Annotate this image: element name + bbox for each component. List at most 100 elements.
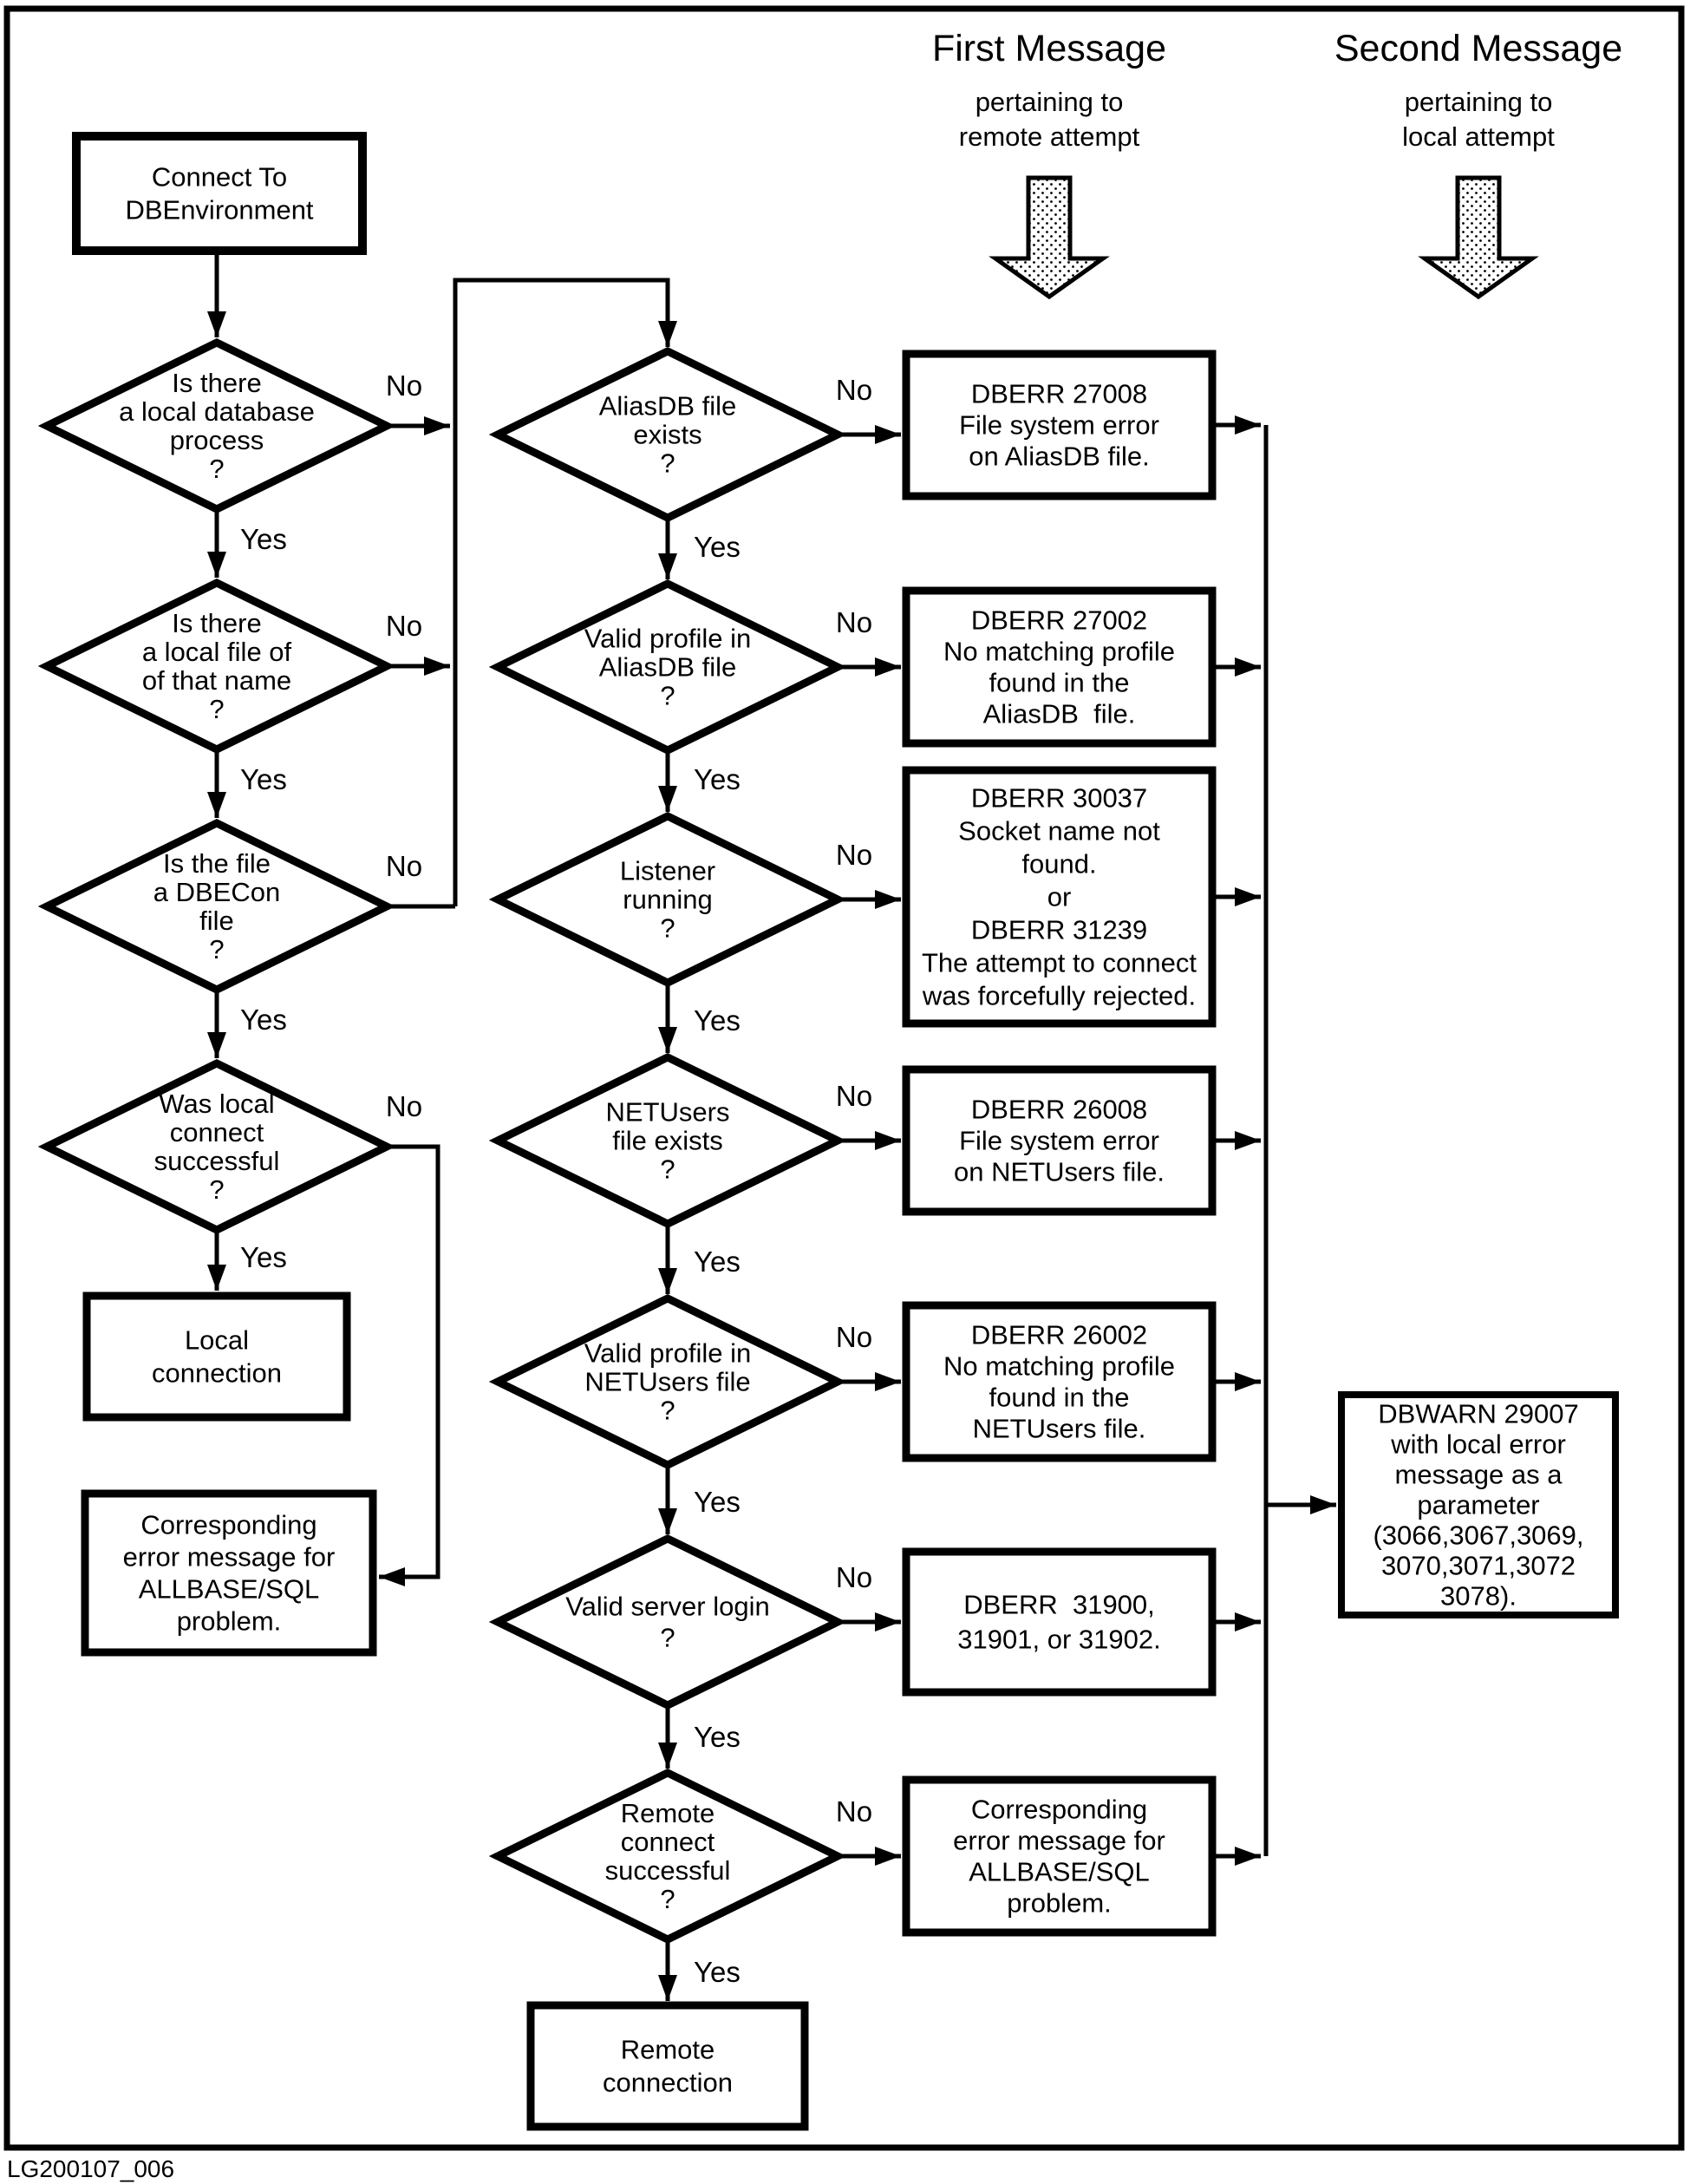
err-30037-label-line: DBERR 30037 xyxy=(971,783,1147,814)
d-listener-label-line: Listener xyxy=(620,856,715,886)
edge-label-yes: Yes xyxy=(694,1486,741,1518)
err-30037-label-line: DBERR 31239 xyxy=(971,915,1147,945)
local-error-label-line: Corresponding xyxy=(140,1510,316,1540)
remote-connection-label-line: connection xyxy=(603,2068,733,2098)
err-30037-shape xyxy=(902,766,1217,1028)
edges-layer: YesNoYesNoYesNoYesNoYesNoYesNoYesNoYesNo… xyxy=(207,252,1336,2001)
local-error-label-line: ALLBASE/SQL xyxy=(139,1574,320,1605)
err-27008-label-line: File system error xyxy=(959,410,1159,441)
connect-label-line: Connect To xyxy=(152,162,287,193)
down-block-arrow-icon xyxy=(1418,175,1539,300)
err-30037-label-line: was forcefully rejected. xyxy=(922,981,1196,1011)
err-26002-label-line: DBERR 26002 xyxy=(971,1320,1147,1350)
d-aliasdb-exists-label-line: ? xyxy=(660,448,675,479)
d-dbecon-label-line: ? xyxy=(209,934,224,964)
d-aliasdb-profile-label-line: ? xyxy=(660,681,675,711)
err-30037-label-line: Socket name not xyxy=(958,816,1160,847)
edge-label-yes: Yes xyxy=(240,523,287,555)
err-26002-label-line: found in the xyxy=(989,1383,1129,1413)
d-aliasdb-exists-label-line: AliasDB file xyxy=(599,391,737,422)
err-30037-label-line: found. xyxy=(1021,849,1096,879)
edge-label-no: No xyxy=(836,1795,872,1828)
d-netusers-exists-label-line: NETUsers xyxy=(606,1097,730,1128)
err-27008-label-line: on AliasDB file. xyxy=(969,441,1150,472)
d-server-login-shape xyxy=(488,1533,847,1710)
d-dbecon-label-line: a DBECon xyxy=(153,877,280,907)
err-26008-label-line: File system error xyxy=(959,1126,1159,1156)
edge-label-no: No xyxy=(836,1561,872,1593)
d-remote-connect-label-line: Remote xyxy=(621,1798,715,1828)
dbwarn-29007-label-line: (3066,3067,3069, xyxy=(1373,1520,1583,1551)
dbwarn-29007-label-line: with local error xyxy=(1390,1429,1566,1460)
edge-label-no: No xyxy=(836,839,872,871)
err-26002-label-line: No matching profile xyxy=(943,1351,1175,1382)
d-local-connect-label-line: successful xyxy=(154,1146,280,1176)
err-27008-label-line: DBERR 27008 xyxy=(971,379,1147,409)
err-27002-label-line: found in the xyxy=(989,668,1129,698)
d-local-process-label-line: a local database xyxy=(119,396,315,427)
err-26008-shape xyxy=(902,1065,1217,1216)
edge-d-local-connect-to-local-error xyxy=(379,1144,440,1586)
edge-label-yes: Yes xyxy=(240,1004,287,1036)
d-remote-connect-shape xyxy=(488,1768,847,1945)
d-local-process-label-line: ? xyxy=(209,454,224,484)
edge-label-yes: Yes xyxy=(694,1004,741,1036)
d-listener-label-line: running xyxy=(623,885,712,915)
connect-label-line: DBEnvironment xyxy=(125,195,313,226)
edge-label-no: No xyxy=(836,1321,872,1353)
edge-label-yes: Yes xyxy=(694,1246,741,1278)
err-26008-label-line: on NETUsers file. xyxy=(954,1157,1165,1187)
dbwarn-29007-label-line: parameter xyxy=(1417,1490,1539,1520)
d-dbecon-label-line: file xyxy=(199,906,234,936)
remote-error-label-line: error message for xyxy=(953,1826,1165,1856)
edge-label-no: No xyxy=(386,610,422,642)
d-aliasdb-exists-label-line: exists xyxy=(633,420,701,450)
edge-remote-branch-to-d-aliasdb-exists xyxy=(453,278,677,906)
first-message-subtitle-line: pertaining to xyxy=(976,87,1124,117)
edge-label-no: No xyxy=(386,1090,422,1122)
d-local-file-label-line: a local file of xyxy=(142,637,292,667)
second-message-subtitle-line: local attempt xyxy=(1402,121,1555,152)
edge-label-yes: Yes xyxy=(694,1956,741,1988)
d-aliasdb-profile-shape xyxy=(488,579,847,755)
d-local-process-label-line: process xyxy=(170,425,264,455)
d-local-file-label-line: of that name xyxy=(142,665,291,696)
down-block-arrow-icon xyxy=(989,175,1110,300)
remote-error-label-line: Corresponding xyxy=(971,1795,1147,1825)
d-local-connect-shape xyxy=(37,1058,396,1235)
local-error-shape xyxy=(81,1489,377,1657)
edge-label-yes: Yes xyxy=(694,1721,741,1753)
edge-label-no: No xyxy=(836,374,872,406)
remote-connection-shape xyxy=(526,2001,809,2131)
dbwarn-29007-label-line: message as a xyxy=(1395,1460,1563,1490)
remote-connection-label-line: Remote xyxy=(621,2035,715,2065)
dbwarn-29007-label-line: 3070,3071,3072 xyxy=(1381,1551,1576,1581)
edge-label-yes: Yes xyxy=(240,763,287,795)
d-local-process-label-line: Is there xyxy=(172,368,261,398)
connect-shape xyxy=(72,132,367,255)
err-26008-label-line: DBERR 26008 xyxy=(971,1095,1147,1125)
d-netusers-profile-label-line: ? xyxy=(660,1396,675,1426)
err-26002-label-line: NETUsers file. xyxy=(973,1414,1146,1444)
dbwarn-29007-label-line: 3078). xyxy=(1440,1581,1517,1612)
d-local-file-label-line: Is there xyxy=(172,608,261,638)
err-30037-label-line: or xyxy=(1047,882,1072,912)
second-message-subtitle-line: pertaining to xyxy=(1405,87,1553,117)
